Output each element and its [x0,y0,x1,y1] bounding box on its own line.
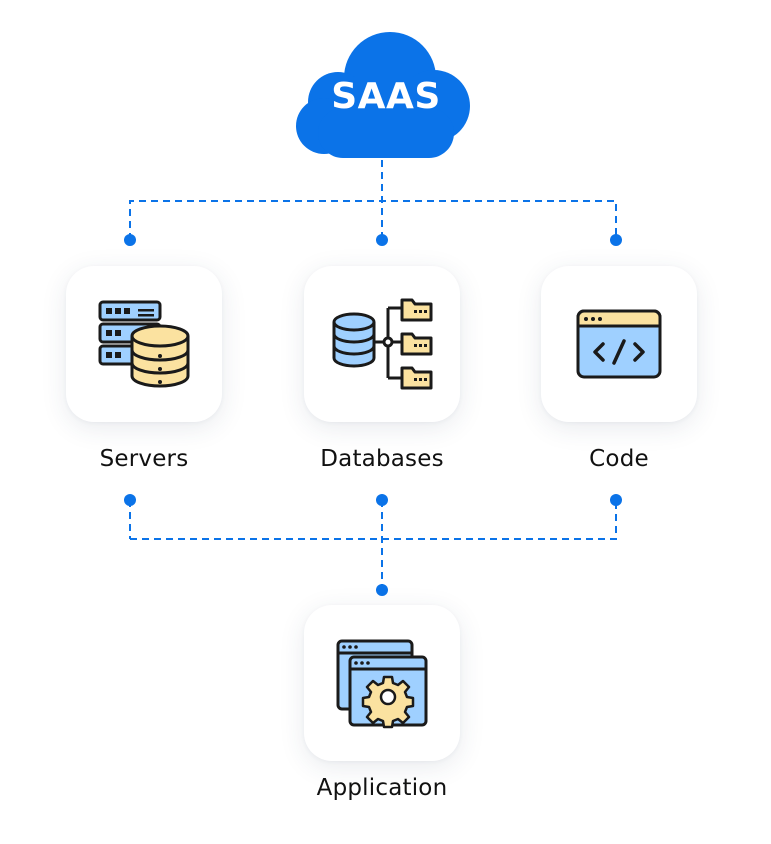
root-label: SAAS [331,76,441,117]
connector-dot-code-top [610,234,622,246]
output-card-application [304,605,460,761]
connector-top-branch [129,200,617,240]
node-label-servers: Servers [99,446,189,472]
code-window-icon [576,309,662,379]
connector-bottom-branch [130,500,617,540]
connector-dot-servers-top [124,234,136,246]
connector-dot-application [376,584,388,596]
application-settings-icon [336,639,428,729]
server-database-icon [98,300,190,388]
database-tree-icon [332,298,433,390]
node-card-code [541,266,697,422]
connector-dot-code-bottom [610,494,622,506]
node-label-databases: Databases [320,446,444,472]
output-label-application: Application [316,775,448,801]
node-card-servers [66,266,222,422]
connector-dot-databases-bottom [376,494,388,506]
node-label-code: Code [589,446,649,472]
connector-dot-databases-top [376,234,388,246]
connector-dot-servers-bottom [124,494,136,506]
cloud-icon [296,32,470,158]
node-card-databases [304,266,460,422]
